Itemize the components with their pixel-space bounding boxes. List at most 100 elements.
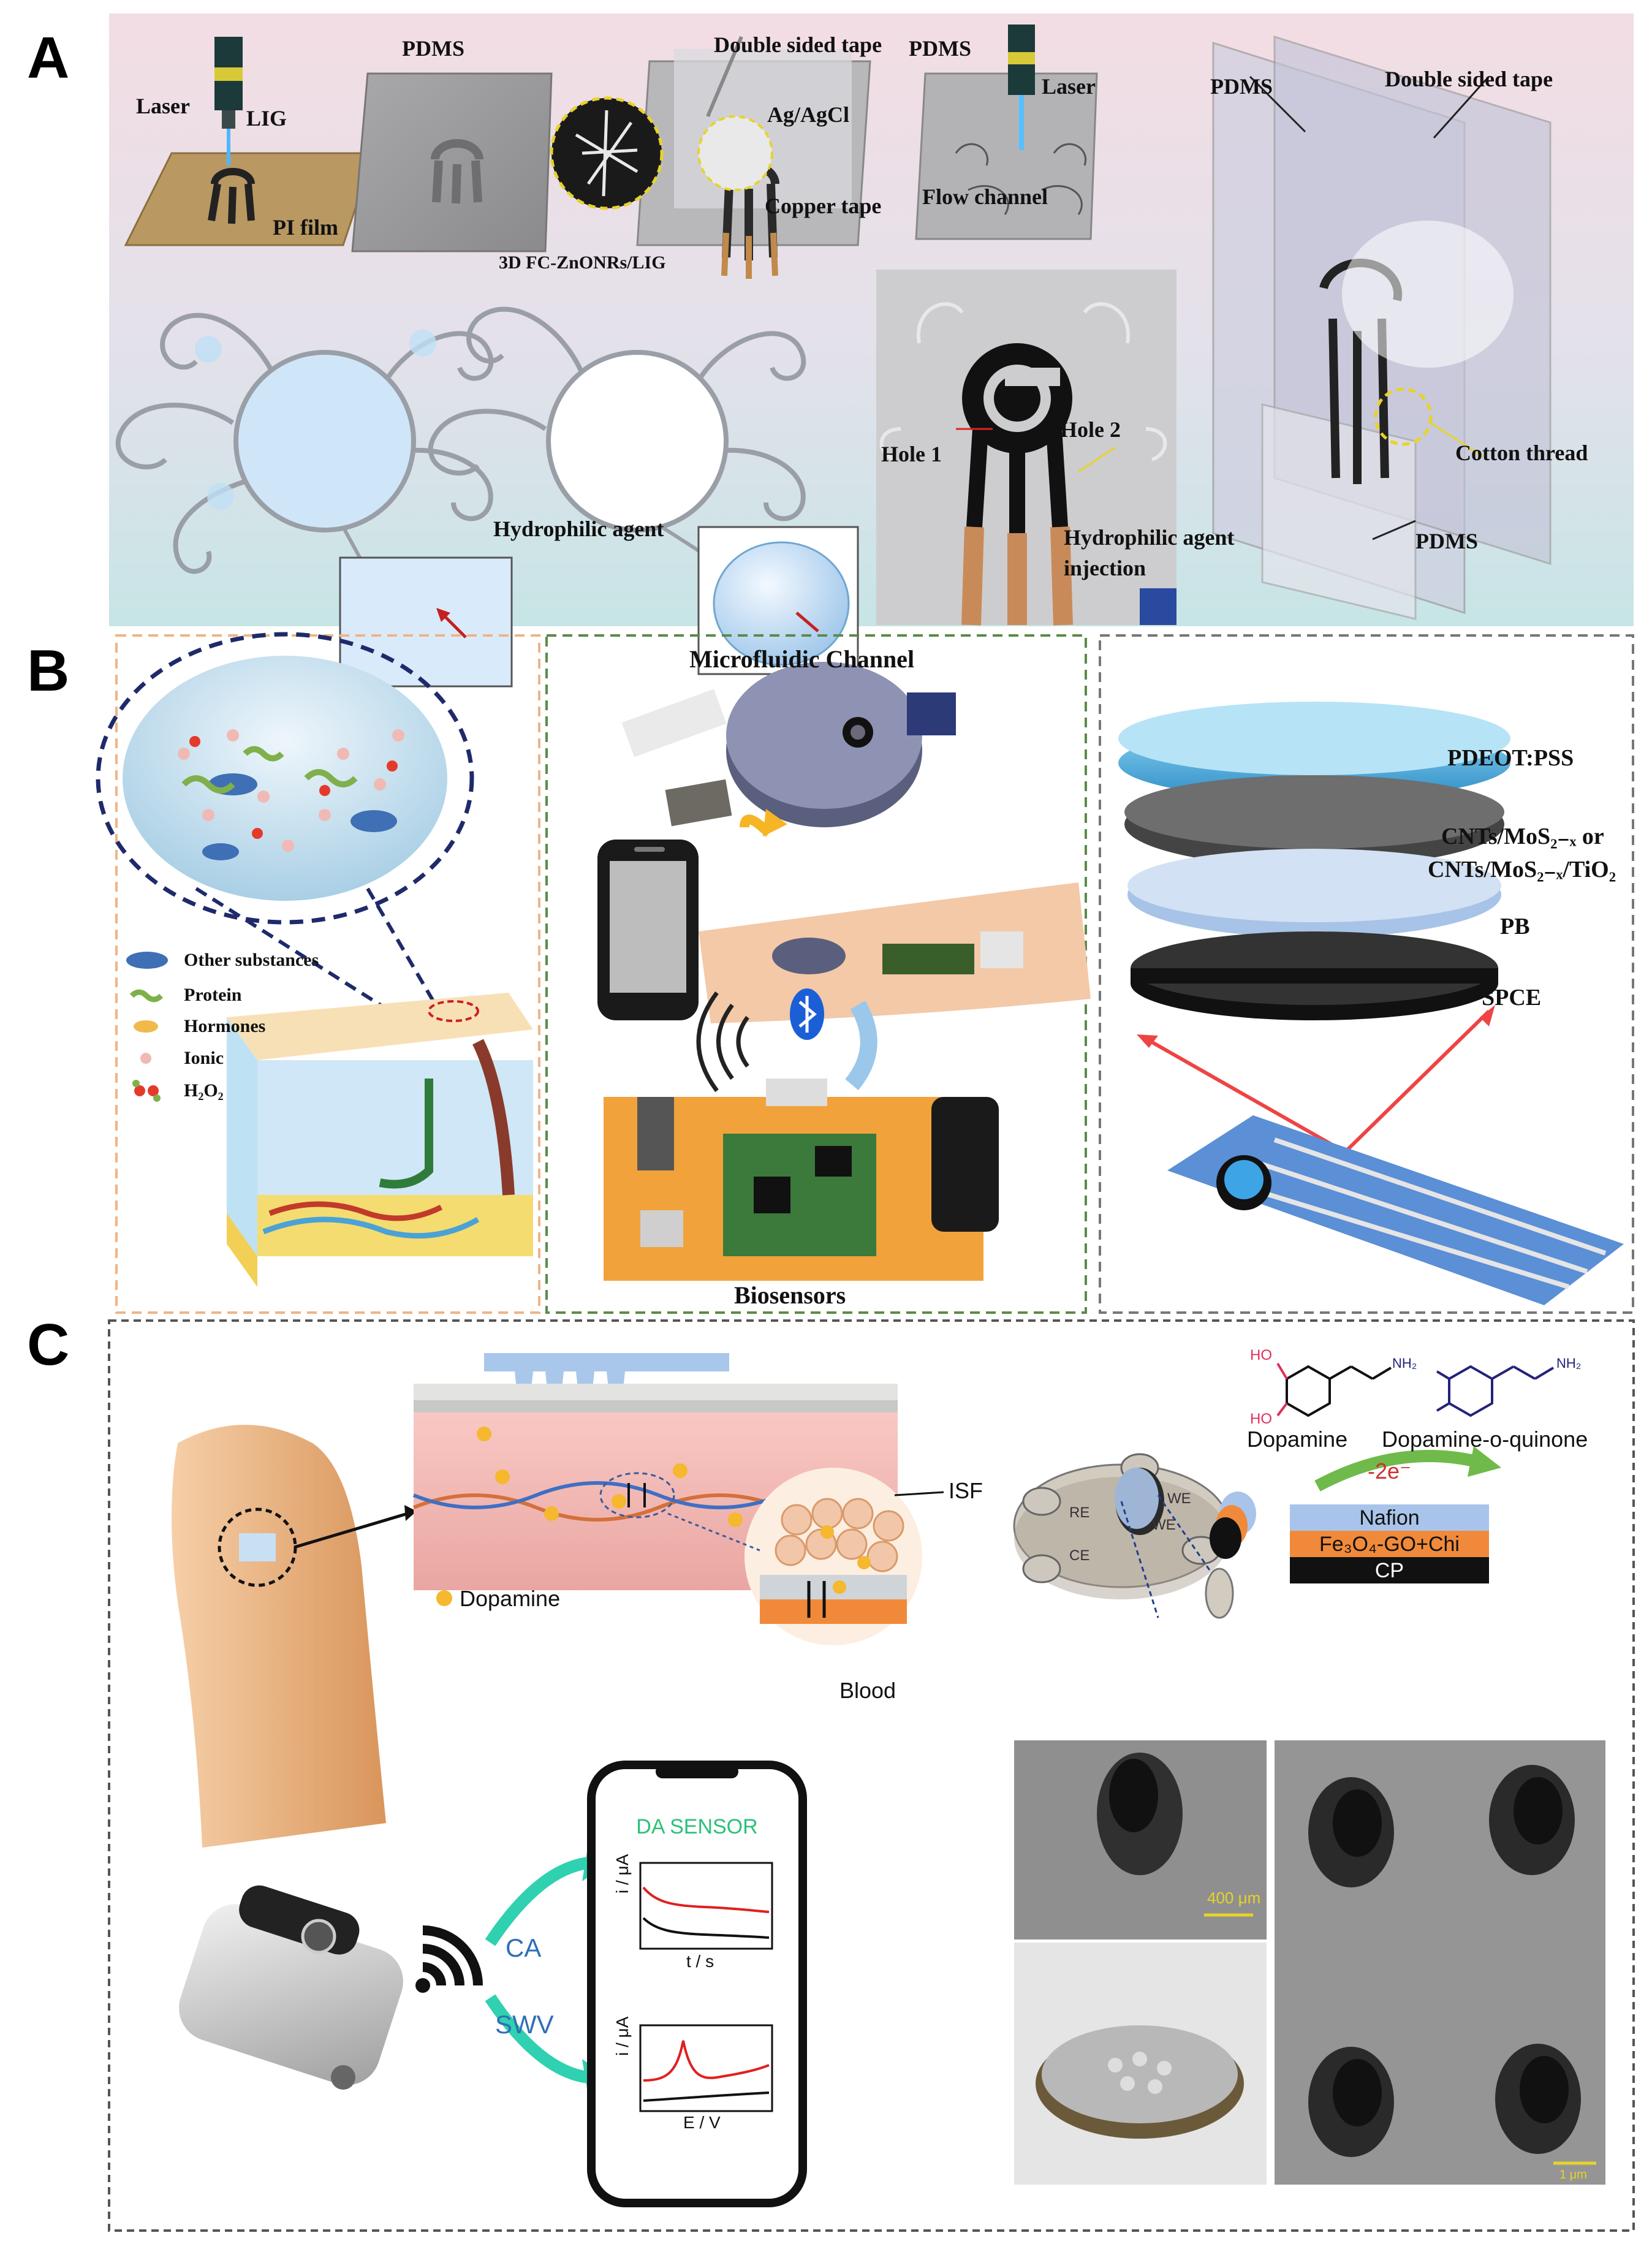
dopamine-legend-dot xyxy=(436,1590,452,1606)
label-ag-agcl: Ag/AgCl xyxy=(767,102,849,127)
layer-fe3o4 xyxy=(1290,1531,1489,1557)
dopamine-quinone-structure xyxy=(1436,1365,1555,1417)
frame-skin xyxy=(115,634,540,1314)
label-ce: CE xyxy=(1069,1547,1090,1564)
label-da-sensor: DA SENSOR xyxy=(636,1815,758,1838)
label-ho-2: HO xyxy=(1250,1411,1272,1427)
label-cnts-2: CNTs/MoS₂₋ₓ/TiO₂ xyxy=(1428,857,1616,882)
frame-panel-c xyxy=(108,1319,1635,2232)
laser-2 xyxy=(1008,25,1035,150)
label-pdms-4: PDMS xyxy=(1415,529,1478,553)
chart-ca xyxy=(639,1862,773,1950)
reservoir-white xyxy=(546,350,729,533)
label-hole-2: Hole 2 xyxy=(1060,417,1121,442)
label-hydrophilic-injection-2: injection xyxy=(1064,556,1146,580)
legend-h2o2-icon xyxy=(132,1080,161,1102)
label-laser-2: Laser xyxy=(1042,74,1096,99)
label-we-1: WE xyxy=(1167,1490,1191,1507)
chart-swv-ylabel: i / μA xyxy=(613,2016,632,2056)
laser-1 xyxy=(214,37,243,165)
patch-on-arm xyxy=(239,1533,276,1561)
legend-ionic: Ionic xyxy=(184,1048,224,1068)
reaction-arrow xyxy=(1314,1450,1479,1492)
wifi-icon xyxy=(422,1925,483,1986)
scale-bar-1um: 1 μm xyxy=(1559,2168,1587,2182)
spiral-channel-white xyxy=(428,306,806,521)
panel-label-a: A xyxy=(27,25,70,91)
label-dopamine-quinone: Dopamine-o-quinone xyxy=(1382,1427,1588,1452)
arrow-swv xyxy=(485,1994,589,2084)
cotton-thread-marker xyxy=(1374,387,1433,446)
label-fe3o4: Fe₃O₄-GO+Chi xyxy=(1319,1533,1460,1556)
flow-channel-spirals xyxy=(955,143,1087,215)
label-biosensors: Biosensors xyxy=(734,1281,846,1309)
label-dopamine-legend: Dopamine xyxy=(460,1586,561,1611)
label-re: RE xyxy=(1069,1504,1090,1521)
legend-hormones: Hormones xyxy=(184,1016,266,1036)
label-hydrophilic-injection-1: Hydrophilic agent xyxy=(1064,525,1235,550)
label-ca: CA xyxy=(506,1933,542,1962)
label-fc-zno: 3D FC-ZnONRs/LIG xyxy=(499,252,666,273)
legend-h2o2: H₂O₂ xyxy=(184,1080,224,1101)
chart-swv-xlabel: E / V xyxy=(683,2113,721,2132)
reader-device xyxy=(179,1885,403,2090)
label-pdms-1: PDMS xyxy=(402,36,464,61)
chart-swv xyxy=(639,2024,773,2112)
dopamine-structure xyxy=(1276,1362,1392,1417)
label-isf: ISF xyxy=(949,1478,983,1503)
label-nafion: Nafion xyxy=(1359,1506,1420,1530)
label-cnts-1: CNTs/MoS₂₋ₓ or xyxy=(1441,824,1604,849)
layer-cp xyxy=(1290,1557,1489,1583)
label-pedot-pss: PDEOT:PSS xyxy=(1447,745,1574,771)
label-pb: PB xyxy=(1500,914,1530,939)
label-cotton-thread: Cotton thread xyxy=(1455,441,1588,465)
legend-other-icon xyxy=(126,952,168,969)
label-nh2-1: NH₂ xyxy=(1392,1356,1417,1371)
lig-electrode-pattern-1 xyxy=(208,168,255,224)
pdms-imprint xyxy=(431,139,483,204)
flow-channel-plate xyxy=(915,72,1098,240)
label-swv: SWV xyxy=(495,2010,554,2039)
pdms-bottom-layer xyxy=(1261,403,1417,620)
legend-hormones-icon xyxy=(134,1020,158,1033)
label-cp: CP xyxy=(1374,1559,1404,1582)
chart-ca-ylabel: i / μA xyxy=(613,1854,632,1894)
label-pdms-2: PDMS xyxy=(909,36,971,61)
hydrophilic-pad-1 xyxy=(339,556,513,688)
legend-protein: Protein xyxy=(184,985,242,1005)
label-blood: Blood xyxy=(839,1678,896,1703)
panel-label-b: B xyxy=(27,638,70,703)
label-flow-channel: Flow channel xyxy=(922,184,1048,209)
ag-inset-circle xyxy=(697,115,773,191)
label-pdms-3: PDMS xyxy=(1210,74,1273,99)
legend-protein-icon xyxy=(129,989,164,1003)
copper-tape-strips xyxy=(721,232,778,279)
label-hydrophilic-agent: Hydrophilic agent xyxy=(493,517,664,541)
legend-other-substances: Other substances xyxy=(184,950,319,970)
scale-bar-400um: 400 μm xyxy=(1207,1889,1261,1907)
microneedle-backing xyxy=(484,1353,729,1371)
panel-label-c: C xyxy=(27,1312,70,1378)
label-we-2: WE xyxy=(1152,1517,1176,1533)
chart-ca-xlabel: t / s xyxy=(686,1952,714,1971)
arrow-ca xyxy=(485,1857,589,1946)
label-laser-1: Laser xyxy=(136,94,190,118)
epidermis xyxy=(414,1384,898,1402)
skin-block-front xyxy=(227,1017,257,1256)
label-double-sided-tape-1: Double sided tape xyxy=(714,32,882,57)
pdms-plate-1 xyxy=(351,72,553,252)
layer-nafion xyxy=(1290,1504,1489,1531)
reservoir-blue xyxy=(233,350,416,533)
label-minus-2e: -2e⁻ xyxy=(1368,1458,1412,1484)
label-microfluidic-channel: Microfluidic Channel xyxy=(689,645,915,673)
label-copper-tape: Copper tape xyxy=(765,194,882,218)
label-ho-1: HO xyxy=(1250,1347,1272,1363)
label-hole-1: Hole 1 xyxy=(881,442,942,466)
label-nh2-2: NH₂ xyxy=(1556,1356,1582,1371)
label-dopamine: Dopamine xyxy=(1247,1427,1348,1452)
label-pi-film: PI film xyxy=(273,215,338,240)
legend-ionic-icon xyxy=(140,1053,151,1064)
sweat-droplet xyxy=(123,656,447,901)
